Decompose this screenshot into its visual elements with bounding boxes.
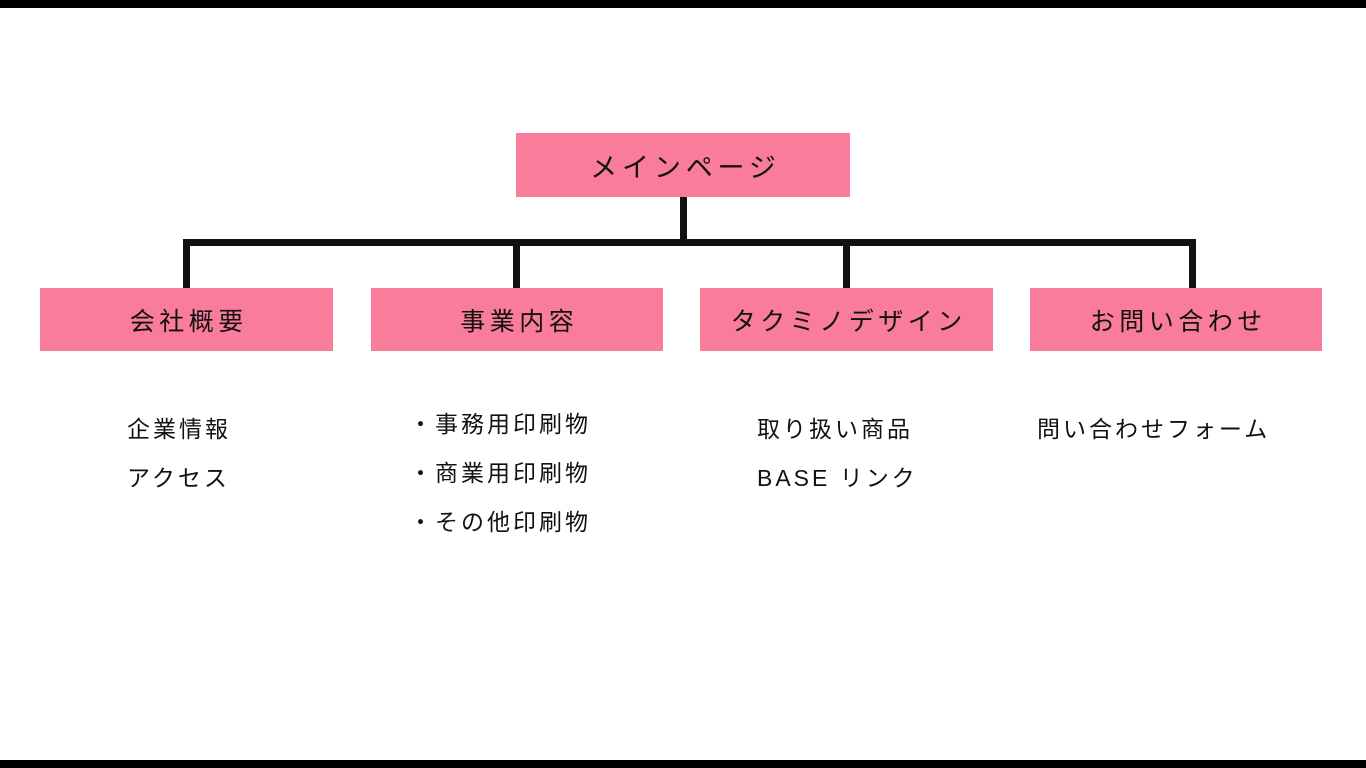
caption-item: BASE リンク (757, 465, 918, 491)
node-business-content[interactable]: 事業内容 (371, 288, 663, 351)
node-contact-label: お問い合わせ (1089, 307, 1267, 336)
node-business-content-label: 事業内容 (460, 307, 579, 336)
connector-drop-3 (843, 239, 850, 291)
letterbox-top-bar (0, 0, 1366, 8)
node-company-overview-label: 会社概要 (129, 307, 248, 336)
node-main-page[interactable]: メインページ (516, 133, 850, 197)
letterbox-bottom-bar (0, 760, 1366, 768)
node-contact[interactable]: お問い合わせ (1030, 288, 1322, 351)
connector-root-stem (680, 196, 687, 245)
caption-list-company-overview: 企業情報 アクセス (127, 405, 231, 503)
node-company-overview[interactable]: 会社概要 (40, 288, 333, 351)
caption-item: ・商業用印刷物 (409, 460, 591, 486)
caption-list-business-content: ・事務用印刷物 ・商業用印刷物 ・その他印刷物 (409, 400, 591, 547)
caption-item: ・その他印刷物 (409, 509, 591, 535)
node-takumino-design[interactable]: タクミノデザイン (700, 288, 993, 351)
caption-item: 問い合わせフォーム (1037, 416, 1271, 442)
connector-drop-1 (183, 239, 190, 291)
caption-list-contact: 問い合わせフォーム (1037, 405, 1270, 454)
caption-item: ・事務用印刷物 (409, 411, 591, 437)
caption-item: アクセス (127, 465, 230, 491)
caption-item: 取り扱い商品 (757, 416, 913, 442)
connector-drop-4 (1189, 239, 1196, 291)
node-main-page-label: メインページ (590, 152, 781, 183)
connector-drop-2 (513, 239, 520, 291)
caption-list-takumino-design: 取り扱い商品 BASE リンク (757, 405, 918, 503)
connector-horizontal-bus (183, 239, 1196, 246)
caption-item: 企業情報 (127, 416, 231, 442)
node-takumino-design-label: タクミノデザイン (730, 307, 967, 336)
